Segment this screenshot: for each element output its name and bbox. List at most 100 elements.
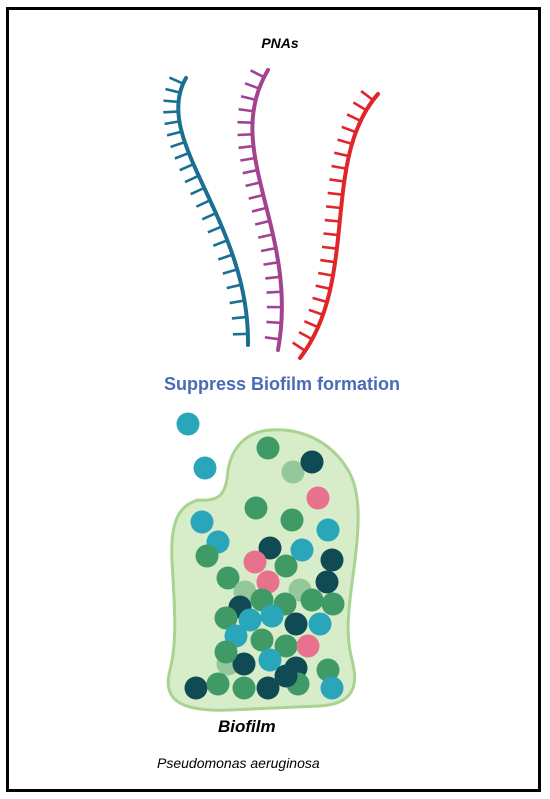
bacterial-cell <box>274 634 298 658</box>
bacterial-cell <box>193 456 217 480</box>
strand-base-tick <box>327 191 343 196</box>
strand-base-tick <box>346 113 362 123</box>
strand-base-tick <box>264 335 280 341</box>
strand-base-tick <box>201 212 217 221</box>
strand-base-tick <box>333 151 350 158</box>
strand-base-tick <box>168 76 184 85</box>
bacterial-cell <box>320 676 344 700</box>
bacterial-cell <box>190 510 214 534</box>
bacterial-cell <box>214 640 238 664</box>
strand-base-tick <box>163 99 179 104</box>
pna-strand-blue <box>163 76 251 347</box>
strand-backbone <box>250 68 284 352</box>
bacterial-cell <box>216 566 240 590</box>
bacterial-cell <box>258 648 282 672</box>
bacterial-cell <box>274 554 298 578</box>
strand-base-tick <box>321 245 338 250</box>
strand-base-tick <box>337 138 353 146</box>
strand-base-tick <box>298 330 313 341</box>
strand-base-tick <box>320 258 336 264</box>
strand-base-tick <box>222 268 238 275</box>
bacterial-cell <box>214 606 238 630</box>
bacterial-cell <box>250 628 274 652</box>
bacterial-cell <box>243 550 267 574</box>
bacterial-cell <box>206 672 230 696</box>
strand-base-tick <box>190 186 205 196</box>
bacterial-cell <box>256 676 280 700</box>
pnas-label: PNAs <box>261 35 299 51</box>
strand-base-tick <box>229 299 245 305</box>
strand-base-tick <box>164 120 180 126</box>
bacterial-cell <box>316 658 340 682</box>
strand-base-tick <box>317 271 334 277</box>
strand-base-tick <box>312 296 328 304</box>
strand-base-tick <box>226 283 242 290</box>
strand-base-tick <box>245 181 261 188</box>
strand-base-tick <box>266 290 282 294</box>
strand-base-tick <box>195 199 211 208</box>
strand-base-tick <box>240 94 256 102</box>
strand-base-tick <box>174 151 190 160</box>
bacterial-cell <box>306 486 330 510</box>
strand-base-tick <box>329 178 345 183</box>
strand-base-tick <box>303 319 319 329</box>
pna-strand-purple <box>237 68 284 352</box>
bacterial-cell <box>244 496 268 520</box>
pna-strand-red <box>291 89 380 360</box>
bacterial-cell <box>176 412 200 436</box>
strand-base-tick <box>265 275 281 280</box>
suppress-biofilm-caption: Suppress Biofilm formation <box>163 374 401 394</box>
strand-base-tick <box>179 163 194 172</box>
organism-label: Pseudomonas aeruginosa <box>157 755 320 771</box>
strand-base-tick <box>341 125 357 134</box>
strand-base-tick <box>237 133 253 137</box>
strand-base-tick <box>240 156 256 162</box>
bacterial-cell <box>300 450 324 474</box>
strand-base-tick <box>360 89 374 102</box>
bacterial-cell <box>238 608 262 632</box>
bacterial-cell <box>184 676 208 700</box>
bacterial-cell <box>232 652 256 676</box>
pna-strands <box>163 68 380 360</box>
strand-base-tick <box>238 107 254 113</box>
bacterial-cell <box>260 604 284 628</box>
strand-base-tick <box>237 120 253 125</box>
bacterial-cell <box>195 544 219 568</box>
strand-base-tick <box>170 140 186 149</box>
bacterial-cell <box>300 588 324 612</box>
strand-base-tick <box>291 341 306 352</box>
bacterial-cell <box>258 536 282 560</box>
strand-base-tick <box>163 110 179 114</box>
bacterial-cell <box>308 612 332 636</box>
strand-base-tick <box>207 225 223 234</box>
bacterial-cell <box>316 518 340 542</box>
strand-base-tick <box>238 144 254 150</box>
strand-base-tick <box>257 233 274 239</box>
bacterial-cell <box>321 592 345 616</box>
strand-base-tick <box>242 168 258 175</box>
strand-base-tick <box>315 284 331 291</box>
bacterial-cell <box>296 634 320 658</box>
strand-base-tick <box>251 206 267 213</box>
strand-base-tick <box>326 205 342 210</box>
strand-base-tick <box>263 260 279 266</box>
strand-base-tick <box>212 239 228 247</box>
strand-base-tick <box>250 69 265 79</box>
bacterial-cell <box>281 460 305 484</box>
strand-base-tick <box>184 174 200 184</box>
strand-base-tick <box>254 219 271 226</box>
strand-backbone <box>176 76 251 347</box>
strand-base-tick <box>217 253 233 261</box>
bacterial-cell <box>232 676 256 700</box>
strand-base-tick <box>248 193 264 200</box>
bacterial-cell <box>256 436 280 460</box>
strand-base-tick <box>260 246 277 253</box>
strand-base-tick <box>166 130 182 137</box>
biofilm-label: Biofilm <box>218 717 276 736</box>
strand-base-tick <box>324 218 340 223</box>
bacterial-cell <box>315 570 339 594</box>
bacterial-cell <box>256 570 280 594</box>
strand-base-tick <box>231 315 247 320</box>
strand-base-tick <box>165 87 181 94</box>
